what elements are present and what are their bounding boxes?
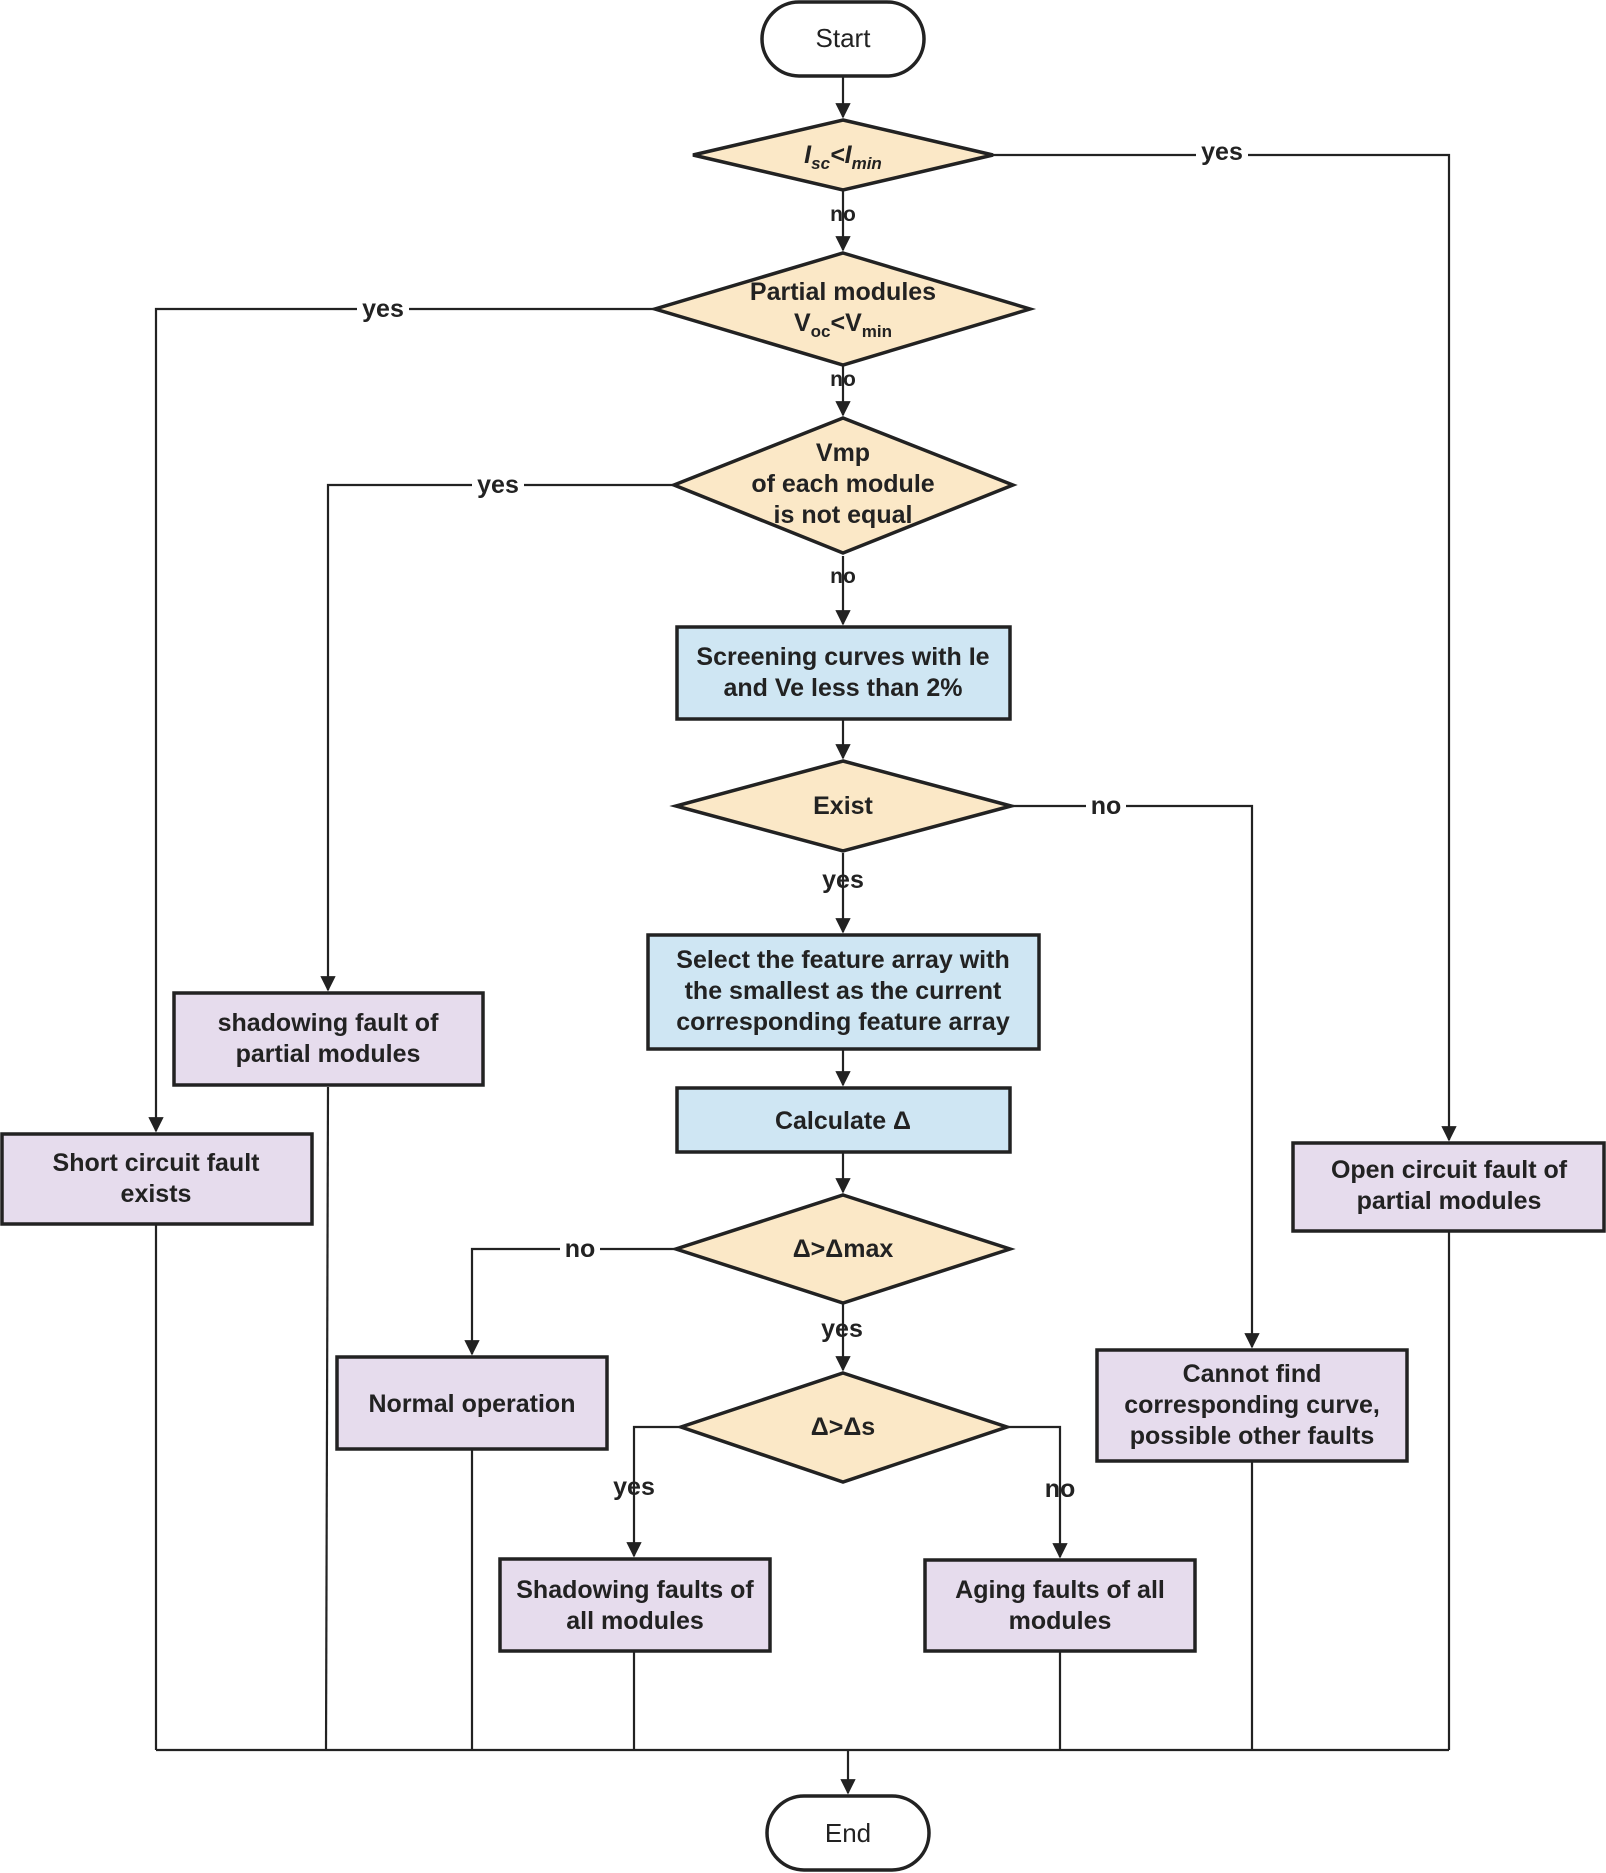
process-calculate: Calculate Δ: [675, 1086, 1012, 1154]
edge-dmax-normal: [464, 1247, 676, 1356]
edge-shadowpartial-bus: [324, 1086, 330, 1751]
label-dmax-yes: yes: [821, 1315, 863, 1343]
label-dmax-no: no: [565, 1235, 596, 1263]
edge-ds-shadowall: [626, 1425, 681, 1558]
decision-voc-line2: Voc<Vmin: [794, 309, 892, 341]
decision-isc-label: Isc<Imin: [804, 141, 882, 173]
end-label: End: [825, 1818, 871, 1848]
result-open-circuit-line2: partial modules: [1357, 1187, 1542, 1215]
process-select-line3: corresponding feature array: [676, 1008, 1010, 1036]
decision-dmax-label: Δ>Δmax: [793, 1235, 894, 1263]
result-aging-line2: modules: [1009, 1607, 1112, 1635]
label-ds-yes: yes: [613, 1473, 655, 1501]
decision-vmp-line3: is not equal: [774, 501, 913, 529]
result-short-circuit: Short circuit fault exists: [0, 1132, 314, 1226]
decision-dmax: Δ>Δmax: [670, 1193, 1016, 1305]
decision-isc: Isc<Imin: [692, 118, 994, 192]
decision-voc: Partial modules Voc<Vmin: [648, 251, 1037, 367]
result-short-circuit-line1: Short circuit fault: [53, 1149, 261, 1177]
label-ds-no: no: [1045, 1475, 1076, 1503]
result-cannot-find-line2: corresponding curve,: [1124, 1391, 1380, 1419]
process-calculate-label: Calculate Δ: [775, 1107, 911, 1135]
edge-ds-aging: [1007, 1425, 1068, 1559]
decision-vmp-line1: Vmp: [816, 439, 870, 467]
result-shadow-partial-line2: partial modules: [236, 1040, 421, 1068]
edge-vmp-shadowpartial: [320, 483, 674, 992]
start-label: Start: [816, 23, 872, 53]
decision-voc-line1: Partial modules: [750, 278, 936, 306]
label-exist-no: no: [1091, 792, 1122, 820]
result-shadow-all-line2: all modules: [566, 1607, 704, 1635]
result-shadow-partial: shadowing fault of partial modules: [172, 991, 485, 1087]
edge-labels: yes no yes no yes no no yes no yes yes n…: [357, 138, 1248, 1503]
process-screening-line2: and Ve less than 2%: [724, 674, 963, 702]
result-shadow-all-line1: Shadowing faults of: [516, 1576, 754, 1604]
decision-exist-label: Exist: [813, 792, 873, 820]
decision-ds-label: Δ>Δs: [811, 1413, 875, 1441]
process-select: Select the feature array with the smalle…: [646, 933, 1041, 1051]
label-voc-no: no: [830, 368, 856, 391]
decision-ds: Δ>Δs: [675, 1371, 1013, 1484]
label-vmp-no: no: [830, 565, 856, 588]
result-short-circuit-line2: exists: [121, 1180, 192, 1208]
process-screening-line1: Screening curves with Ie: [696, 643, 989, 671]
label-isc-yes: yes: [1201, 138, 1243, 166]
process-screening: Screening curves with Ie and Ve less tha…: [675, 625, 1012, 721]
decision-exist: Exist: [669, 759, 1018, 853]
end-terminal: End: [765, 1794, 931, 1872]
decision-vmp: Vmp of each module is not equal: [669, 416, 1018, 555]
result-cannot-find-line3: possible other faults: [1130, 1422, 1374, 1450]
result-cannot-find-line1: Cannot find: [1183, 1360, 1322, 1388]
label-exist-yes: yes: [822, 866, 864, 894]
edge-voc-short: [148, 307, 655, 1133]
process-select-line1: Select the feature array with: [676, 946, 1009, 974]
decision-vmp-line2: of each module: [751, 470, 934, 498]
result-open-circuit: Open circuit fault of partial modules: [1291, 1141, 1606, 1233]
label-voc-yes: yes: [362, 295, 404, 323]
result-cannot-find: Cannot find corresponding curve, possibl…: [1095, 1348, 1409, 1463]
edge-isc-open: [993, 153, 1457, 1142]
label-vmp-yes: yes: [477, 471, 519, 499]
result-shadow-partial-line1: shadowing fault of: [218, 1009, 439, 1037]
edge-exist-cannot: [1011, 804, 1260, 1349]
result-normal: Normal operation: [335, 1355, 609, 1451]
edges: [148, 76, 1457, 1795]
start-terminal: Start: [760, 0, 926, 78]
result-open-circuit-line1: Open circuit fault of: [1331, 1156, 1568, 1184]
result-normal-label: Normal operation: [369, 1390, 576, 1418]
result-shadow-all: Shadowing faults of all modules: [498, 1557, 772, 1653]
label-isc-no: no: [830, 203, 856, 226]
result-aging-line1: Aging faults of all: [955, 1576, 1165, 1604]
process-select-line2: the smallest as the current: [685, 977, 1002, 1005]
result-aging: Aging faults of all modules: [923, 1558, 1197, 1653]
